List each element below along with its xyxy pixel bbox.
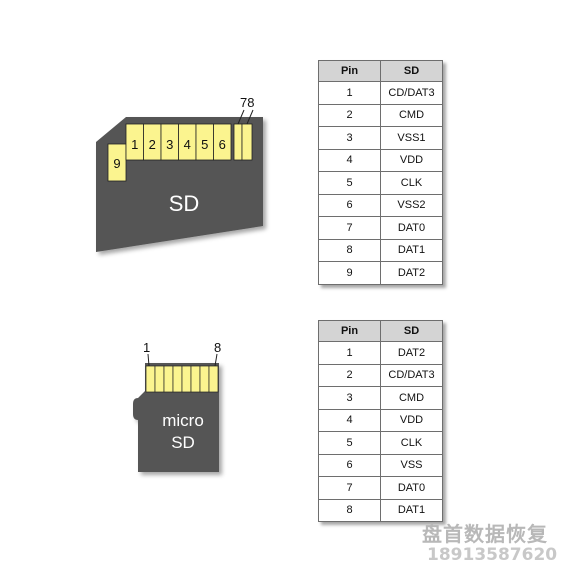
pin-number-cell: 1 bbox=[318, 341, 381, 365]
sd-card-label: SD bbox=[169, 191, 200, 216]
signal-cell: VDD bbox=[380, 408, 443, 432]
microsd-pins bbox=[145, 365, 219, 393]
sd-pin-78-label: 78 bbox=[240, 95, 254, 110]
header-sd: SD bbox=[380, 60, 443, 82]
microsd-pin-2 bbox=[154, 365, 165, 393]
microsd-pin-8-label: 8 bbox=[214, 340, 221, 355]
pin-number-cell: 2 bbox=[318, 103, 381, 127]
pin-number-cell: 3 bbox=[318, 386, 381, 410]
pin-number-cell: 4 bbox=[318, 148, 381, 172]
signal-cell: DAT1 bbox=[380, 238, 443, 262]
signal-cell: CLK bbox=[380, 431, 443, 455]
microsd-pin-1-label: 1 bbox=[143, 340, 150, 355]
signal-cell: VSS bbox=[380, 453, 443, 477]
microsd-pin-1 bbox=[145, 365, 156, 393]
sd-pin-8 bbox=[241, 123, 253, 161]
pin-number-cell: 2 bbox=[318, 363, 381, 387]
microsd-pin-8 bbox=[208, 365, 219, 393]
sd-pin-7 bbox=[233, 123, 243, 161]
signal-cell: CLK bbox=[380, 171, 443, 195]
microsd-pin-8-leader bbox=[214, 353, 218, 367]
microsd-pin-6 bbox=[190, 365, 201, 393]
sd-pin-9-label: 9 bbox=[113, 156, 120, 171]
signal-cell: CMD bbox=[380, 103, 443, 127]
watermark-text: 盘首数据恢复 bbox=[422, 522, 548, 546]
microsd-pin-4 bbox=[172, 365, 183, 393]
microsd-pin-1-leader bbox=[147, 353, 150, 367]
sd-pin-6 bbox=[213, 123, 232, 161]
header-sd: SD bbox=[380, 320, 443, 342]
microsd-pin-5 bbox=[181, 365, 192, 393]
microsd-pin-3 bbox=[163, 365, 174, 393]
pin-number-cell: 5 bbox=[318, 431, 381, 455]
table-header-row: Pin SD bbox=[318, 60, 443, 82]
microsd-card: 1 8 micro SD bbox=[133, 340, 221, 472]
pin-number-cell: 1 bbox=[318, 81, 381, 105]
sd-pin-3-label: 3 bbox=[166, 137, 173, 152]
signal-cell: VSS2 bbox=[380, 193, 443, 217]
pin-number-cell: 6 bbox=[318, 453, 381, 477]
sd-pin-8-leader bbox=[246, 109, 254, 125]
sd-pin-9 bbox=[107, 143, 127, 182]
header-pin: Pin bbox=[318, 320, 381, 342]
signal-cell: VDD bbox=[380, 148, 443, 172]
header-pin: Pin bbox=[318, 60, 381, 82]
sd-pin-2-label: 2 bbox=[149, 137, 156, 152]
pin-number-cell: 7 bbox=[318, 476, 381, 500]
pin-number-cell: 8 bbox=[318, 498, 381, 522]
signal-cell: DAT2 bbox=[380, 341, 443, 365]
signal-cell: DAT0 bbox=[380, 476, 443, 500]
pin-number-cell: 8 bbox=[318, 238, 381, 262]
pin-number-cell: 5 bbox=[318, 171, 381, 195]
pin-number-cell: 7 bbox=[318, 216, 381, 240]
signal-cell: DAT0 bbox=[380, 216, 443, 240]
sd-pin-4-label: 4 bbox=[184, 137, 191, 152]
pin-number-cell: 6 bbox=[318, 193, 381, 217]
signal-cell: CMD bbox=[380, 386, 443, 410]
pin-number-cell: 3 bbox=[318, 126, 381, 150]
signal-cell: DAT2 bbox=[380, 261, 443, 285]
signal-cell: CD/DAT3 bbox=[380, 81, 443, 105]
sd-pin-6-label: 6 bbox=[219, 137, 226, 152]
pin-number-cell: 9 bbox=[318, 261, 381, 285]
table-header-row: Pin SD bbox=[318, 320, 443, 342]
watermark-phone: 18913587620 bbox=[427, 545, 558, 565]
signal-cell: DAT1 bbox=[380, 498, 443, 522]
pin-number-cell: 4 bbox=[318, 408, 381, 432]
sd-pin-5-label: 5 bbox=[201, 137, 208, 152]
signal-cell: CD/DAT3 bbox=[380, 363, 443, 387]
microsd-label-line1: micro bbox=[162, 411, 204, 430]
sd-pin-1-label: 1 bbox=[131, 137, 138, 152]
microsd-label-line2: SD bbox=[171, 433, 195, 452]
sd-pin-7-leader bbox=[237, 109, 245, 125]
microsd-pin-7 bbox=[199, 365, 210, 393]
signal-cell: VSS1 bbox=[380, 126, 443, 150]
